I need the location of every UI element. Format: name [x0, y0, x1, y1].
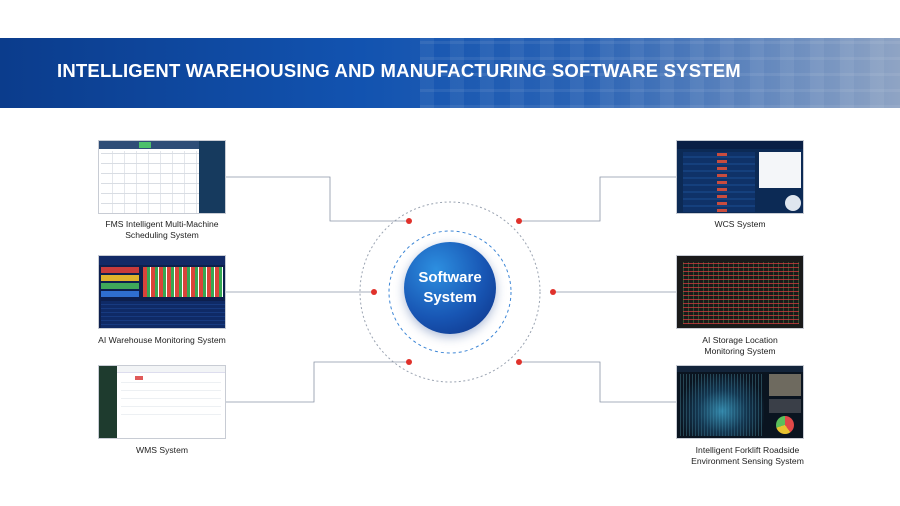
- wcs-table: [683, 152, 755, 212]
- wcs-caption: WCS System: [670, 219, 810, 230]
- inner-ring: [388, 230, 512, 354]
- forklift-caption-line2: Environment Sensing System: [691, 456, 804, 466]
- ai-warehouse-table: [101, 301, 225, 328]
- connector-dot: [516, 359, 522, 365]
- wms-caption: WMS System: [92, 445, 232, 456]
- page-title: INTELLIGENT WAREHOUSING AND MANUFACTURIN…: [57, 60, 741, 81]
- fms-caption: FMS Intelligent Multi-Machine Scheduling…: [92, 219, 232, 241]
- fms-caption-line1: FMS Intelligent Multi-Machine: [105, 219, 219, 229]
- ai-storage-point-cloud: [683, 262, 799, 324]
- ai-warehouse-header: [99, 256, 225, 265]
- connector-dot: [406, 359, 412, 365]
- ai-warehouse-shelf-grid: [143, 267, 223, 297]
- ai-storage-caption-line2: Monitoring System: [704, 346, 776, 356]
- ai-storage-screenshot: [676, 255, 804, 329]
- connector-wcs: [519, 176, 676, 222]
- wms-caption-line1: WMS System: [135, 445, 189, 455]
- core-label-line1: Software: [418, 269, 482, 286]
- wcs-caption-line1: WCS System: [714, 219, 766, 229]
- header-banner: INTELLIGENT WAREHOUSING AND MANUFACTURIN…: [0, 38, 900, 108]
- forklift-camera-view: [769, 374, 801, 396]
- fms-floor-map: [101, 151, 199, 213]
- wcs-dial: [785, 195, 801, 211]
- wcs-map: [759, 152, 801, 188]
- ai-warehouse-screenshot: [98, 255, 226, 329]
- forklift-header: [677, 366, 803, 372]
- forklift-caption: Intelligent Forklift Roadside Environmen…: [670, 445, 825, 467]
- forklift-caption-line1: Intelligent Forklift Roadside: [695, 445, 800, 455]
- ai-warehouse-caption: AI Warehouse Monitoring System: [82, 335, 242, 346]
- core-label: Software System: [410, 268, 490, 308]
- ai-warehouse-status-rows: [101, 267, 139, 297]
- wms-screenshot: [98, 365, 226, 439]
- forklift-point-cloud: [680, 374, 764, 436]
- ai-storage-caption-line1: AI Storage Location: [702, 335, 778, 345]
- connector-dot: [516, 218, 522, 224]
- connector-dot: [371, 289, 377, 295]
- forklift-pie-chart: [776, 416, 794, 434]
- connector-dot: [550, 289, 556, 295]
- connector-fms: [226, 176, 409, 222]
- fms-side-panel: [199, 141, 225, 213]
- forklift-screenshot: [676, 365, 804, 439]
- fms-caption-line2: Scheduling System: [125, 230, 199, 240]
- outer-ring: [359, 201, 541, 383]
- connector-wms: [226, 361, 409, 403]
- warehouse-shelves-image: [420, 38, 900, 108]
- ai-storage-caption: AI Storage Location Monitoring System: [670, 335, 810, 357]
- software-system-core: Software System: [404, 242, 496, 334]
- wms-form-lines: [121, 382, 221, 422]
- wcs-screenshot: [676, 140, 804, 214]
- connector-forklift: [519, 361, 676, 403]
- ai-warehouse-caption-line1: AI Warehouse Monitoring System: [98, 335, 226, 345]
- wcs-header: [677, 141, 803, 149]
- wms-action-button: [135, 376, 143, 380]
- connector-dot: [406, 218, 412, 224]
- core-label-line2: System: [423, 289, 477, 306]
- wms-sidebar: [99, 366, 117, 438]
- forklift-camera-view-2: [769, 399, 801, 413]
- fms-screenshot: [98, 140, 226, 214]
- wms-topbar: [117, 366, 225, 373]
- fms-toolbar: [99, 141, 201, 149]
